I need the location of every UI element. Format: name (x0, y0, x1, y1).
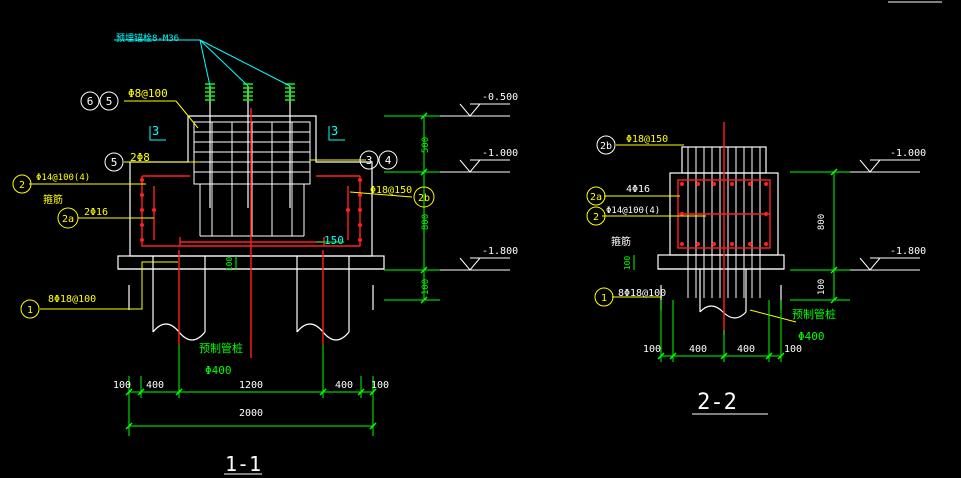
rebar-2a-label-2: 4Φ16 (626, 184, 650, 195)
marker-circles (80, 91, 398, 172)
marker-6-text: 6 (87, 95, 94, 108)
dim-800: 800 (421, 214, 431, 230)
dim-bottom-3: 400 (335, 380, 353, 391)
marker-1-text-2: 1 (601, 293, 607, 304)
pile-label: 预制管桩 (199, 341, 243, 355)
rebar-red-2 (677, 122, 771, 335)
rebar-1-label-2: 8Φ18@100 (618, 288, 666, 299)
pedestal-cage-2 (687, 147, 761, 298)
dim-100-small-2: 100 (623, 256, 632, 271)
dim-100-small: 100 (225, 257, 234, 272)
marker-2-text-2: 2 (593, 212, 599, 223)
stirrup-word: 箍筋 (43, 193, 63, 206)
pile-dia: Φ400 (205, 364, 232, 377)
dim-500: 500 (421, 137, 431, 153)
leader-lines-2 (602, 144, 797, 323)
dimension-ticks-2 (657, 168, 838, 360)
marker-2-text: 2 (19, 180, 25, 191)
elevation-1: -0.500 (482, 92, 518, 103)
dim-bottom-1: 400 (146, 380, 164, 391)
text-layer: 预埋锚栓8-M36 Φ8@100 6 5 5 2Φ8 3 4 2 Φ14@100… (19, 32, 926, 476)
rebar-dots-2 (680, 182, 768, 246)
section-title-2-2: 2-2 (697, 390, 737, 415)
dimension-ticks (125, 112, 428, 430)
rebar-dots (140, 178, 362, 242)
marker-2b-text-2: 2b (600, 141, 612, 152)
stirrup-top-label: Φ8@100 (128, 87, 168, 100)
elevation-marks-2 (850, 159, 920, 271)
dim-bottom-4: 100 (371, 380, 389, 391)
marker-4-text: 4 (385, 154, 392, 167)
dim-bottom-2-0: 100 (643, 344, 661, 355)
rebar-2-label: Φ14@100(4) (36, 173, 90, 183)
section-tag-left: 3 (152, 124, 159, 138)
dim-100-right-2: 100 (817, 279, 827, 295)
elevation-marks (440, 103, 510, 271)
anchor-bolt-label: 预埋锚栓8-M36 (116, 32, 179, 44)
section-1-1 (12, 39, 510, 475)
rebar-2-label-2: Φ14@100(4) (606, 206, 660, 216)
rebar-red (141, 108, 361, 358)
elevation-3: -1.800 (482, 246, 518, 257)
dim-bottom-0: 100 (113, 380, 131, 391)
concrete-outline-2 (657, 146, 785, 319)
stirrup-word-2: 箍筋 (611, 235, 631, 248)
section-2-2 (586, 122, 920, 415)
section-tag-right: 3 (331, 124, 338, 138)
section-title-1-1: 1-1 (225, 452, 261, 476)
marker-5b-text: 5 (111, 156, 118, 169)
pedestal-cage (193, 121, 311, 237)
rebar-2b-label-2: Φ18@150 (626, 134, 668, 145)
marker-circles-2-white (596, 135, 616, 155)
marker-3-text: 3 (366, 154, 373, 167)
dimension-lines-2 (633, 171, 850, 362)
anchor-bolts (205, 83, 295, 208)
marker-circles-yellow (12, 174, 435, 319)
dim-bottom-2: 1200 (239, 380, 263, 391)
dim-total: 2000 (239, 408, 263, 419)
dim-800-2: 800 (817, 214, 827, 230)
rebar-2a-label: 2Φ16 (84, 207, 108, 218)
dim-150: 150 (324, 234, 344, 247)
dim-bottom-2-2: 400 (737, 344, 755, 355)
rebar-2b-label: Φ18@150 (370, 185, 412, 196)
pile-label-2: 预制管桩 (792, 307, 836, 321)
dim-bottom-2-3: 100 (784, 344, 802, 355)
marker-circles-2 (586, 186, 614, 307)
dim-100-right: 100 (421, 279, 431, 295)
marker-1-text: 1 (27, 305, 33, 316)
rebar-1-label: 8Φ18@100 (48, 294, 96, 305)
elevation-2: -1.000 (482, 148, 518, 159)
marker-5-text: 5 (106, 95, 113, 108)
pile-dia-2: Φ400 (798, 330, 825, 343)
dimension-lines (128, 115, 440, 436)
elevation-2-2: -1.800 (890, 246, 926, 257)
dim-bottom-2-1: 400 (689, 344, 707, 355)
section-tags (114, 39, 345, 141)
rebar-5-label: 2Φ8 (130, 151, 150, 164)
leader-lines (29, 100, 413, 310)
marker-2a-text-2: 2a (590, 192, 602, 203)
elevation-1-2: -1.000 (890, 148, 926, 159)
marker-2a-text: 2a (62, 214, 74, 225)
marker-2b-text: 2b (418, 193, 430, 204)
